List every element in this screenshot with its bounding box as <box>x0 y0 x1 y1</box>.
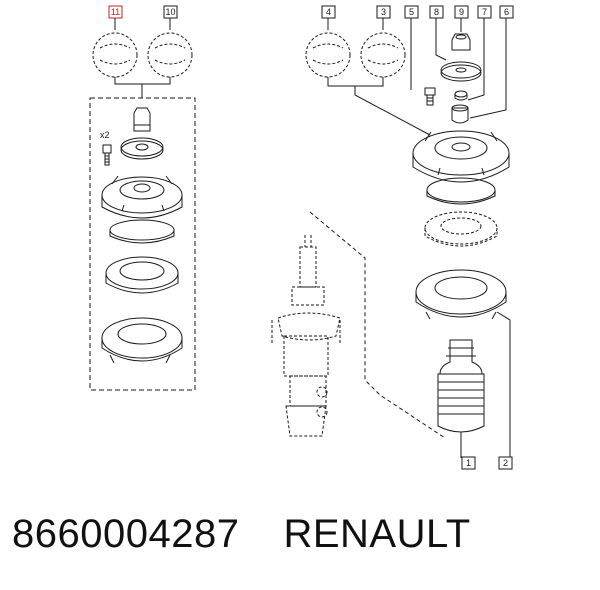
callout-1[interactable]: 1 <box>461 456 476 470</box>
strut-assembly-ghost <box>271 235 341 437</box>
product-caption: 8660004287 RENAULT <box>12 512 471 557</box>
callout-10[interactable]: 10 <box>163 5 178 19</box>
washer-left <box>120 137 164 160</box>
callout-4[interactable]: 4 <box>321 5 336 19</box>
callout-3[interactable]: 3 <box>376 5 391 19</box>
spring-seat-left <box>101 317 183 364</box>
bearing-ghost-right <box>424 211 498 247</box>
quantity-label: x2 <box>100 130 110 140</box>
svg-text:11: 11 <box>111 7 120 17</box>
svg-text:8: 8 <box>434 7 439 17</box>
exploded-parts-diagram: 11 10 <box>89 5 514 470</box>
bush-right <box>451 104 469 124</box>
svg-text:5: 5 <box>409 7 414 17</box>
kit-ghost-4 <box>305 32 351 78</box>
strut-mount-left <box>101 175 183 244</box>
part-number: 8660004287 <box>12 512 240 556</box>
kit-ghost-11 <box>92 32 138 78</box>
callout-11[interactable]: 11 <box>108 5 123 19</box>
nut-right <box>451 33 471 51</box>
bolt-left <box>102 144 112 166</box>
kit-ghost-3 <box>360 32 406 78</box>
callout-2[interactable]: 2 <box>498 456 513 470</box>
svg-text:6: 6 <box>504 7 509 17</box>
bearing-left <box>105 256 179 294</box>
nut-left <box>133 107 151 132</box>
kit-ghost-10 <box>147 32 193 78</box>
callout-9[interactable]: 9 <box>454 5 469 19</box>
callout-8[interactable]: 8 <box>429 5 444 19</box>
svg-text:3: 3 <box>381 7 386 17</box>
dust-boot <box>437 373 485 433</box>
svg-text:7: 7 <box>482 7 487 17</box>
svg-text:4: 4 <box>326 7 331 17</box>
callout-6[interactable]: 6 <box>499 5 514 19</box>
callout-7[interactable]: 7 <box>477 5 492 19</box>
svg-text:1: 1 <box>466 458 471 468</box>
bump-cap <box>454 90 468 101</box>
svg-text:10: 10 <box>165 7 175 17</box>
brand-name: RENAULT <box>283 512 471 556</box>
bump-stop <box>439 339 483 375</box>
bolt-right <box>424 87 436 106</box>
kit-box-left <box>89 97 196 391</box>
callout-5[interactable]: 5 <box>404 5 419 19</box>
strut-mount-right <box>412 130 510 205</box>
svg-text:9: 9 <box>459 7 464 17</box>
spring-seat-right <box>415 269 507 320</box>
svg-text:2: 2 <box>503 458 508 468</box>
washer-right <box>440 61 482 82</box>
